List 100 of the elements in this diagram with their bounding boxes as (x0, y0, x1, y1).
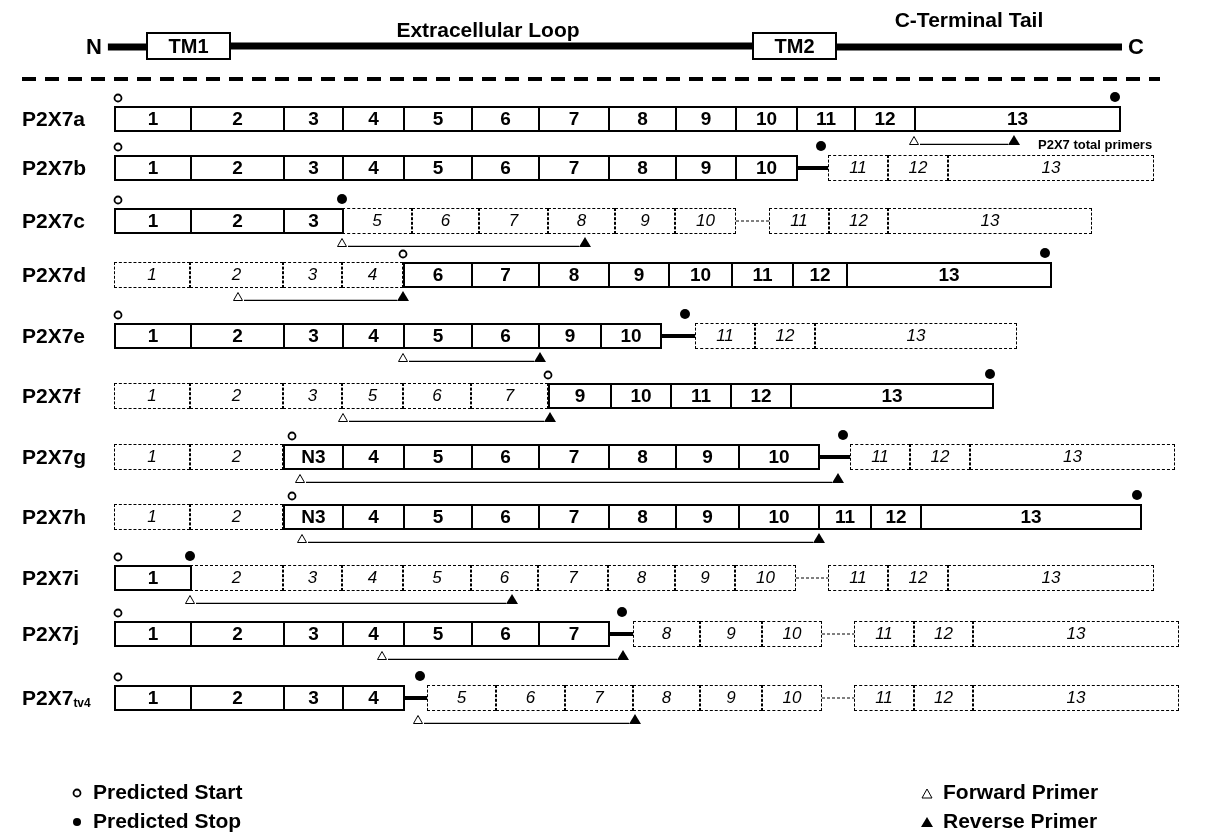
exon-box: 12 (792, 262, 848, 288)
open-triangle-marker (336, 237, 348, 247)
row-label: P2X7d (22, 262, 87, 288)
dashed-exon-box: 1 (114, 383, 190, 409)
exon-box: 10 (735, 155, 798, 181)
exon-box: 5 (403, 504, 473, 530)
exon-box: 8 (608, 444, 677, 470)
exon-box: 6 (471, 155, 540, 181)
dashed-exon-box: 7 (565, 685, 633, 711)
connector-line (662, 334, 695, 338)
primer-line (307, 541, 814, 543)
dashed-exon-box: 7 (471, 383, 548, 409)
row-label: P2X7c (22, 208, 86, 234)
exon-box: 12 (854, 106, 916, 132)
dashed-exon-box: 11 (769, 208, 829, 234)
filled-triangle-marker (617, 650, 629, 660)
dashed-exon-box: 6 (471, 565, 538, 591)
exon-box: 1 (114, 208, 192, 234)
exon-box: 10 (610, 383, 672, 409)
exon-box: 3 (283, 323, 344, 349)
terminus-label: N (86, 34, 102, 60)
dashed-exon-box: 6 (412, 208, 479, 234)
exon-box: 10 (738, 444, 820, 470)
exon-box: 1 (114, 565, 192, 591)
connector-line (795, 577, 829, 579)
dashed-exon-box: 12 (914, 621, 973, 647)
dashed-exon-box: 9 (675, 565, 735, 591)
filled-triangle-marker (534, 352, 546, 362)
dashed-exon-box: 5 (427, 685, 496, 711)
primer-line (423, 722, 630, 724)
dashed-exon-box: 5 (403, 565, 471, 591)
exon-box: N3 (283, 444, 344, 470)
exon-box: 4 (342, 155, 405, 181)
exon-box: 11 (670, 383, 732, 409)
primer-line (305, 481, 833, 483)
dashed-exon-box: 13 (973, 621, 1179, 647)
protein-line (231, 42, 752, 50)
dashed-exon-box: 10 (762, 621, 822, 647)
open-triangle-marker (296, 533, 308, 543)
exon-box: 6 (471, 504, 540, 530)
exon-box: 5 (403, 621, 473, 647)
connector-line (798, 166, 828, 170)
dashed-exon-box: 13 (948, 155, 1154, 181)
exon-box: 9 (548, 383, 612, 409)
open-triangle-marker (184, 594, 196, 604)
filled-triangle-marker (832, 473, 844, 483)
exon-box: 6 (471, 106, 540, 132)
dashed-exon-box: 9 (700, 685, 762, 711)
dashed-exon-box: 12 (888, 565, 948, 591)
exon-box: 13 (914, 106, 1121, 132)
edge-label: C-Terminal Tail (894, 8, 1044, 32)
dashed-exon-box: 7 (479, 208, 548, 234)
exon-box: 12 (730, 383, 792, 409)
connector-line (735, 220, 770, 222)
open-triangle-marker (337, 412, 349, 422)
dashed-exon-box: 2 (190, 444, 283, 470)
exon-box: 3 (283, 621, 344, 647)
dashed-exon-box: 3 (283, 565, 342, 591)
exon-box: 3 (283, 685, 344, 711)
exon-box: 13 (846, 262, 1052, 288)
dashed-exon-box: 9 (700, 621, 762, 647)
exon-box: 5 (403, 106, 473, 132)
exon-box: 3 (283, 155, 344, 181)
row-label: P2X7j (22, 621, 80, 647)
exon-box: 4 (342, 106, 405, 132)
exon-box: N3 (283, 504, 344, 530)
exon-box: 6 (471, 444, 540, 470)
filled-triangle-marker (813, 533, 825, 543)
exon-box: 12 (870, 504, 922, 530)
row-label: P2X7a (22, 106, 86, 132)
exon-box: 4 (342, 621, 405, 647)
exon-box: 8 (608, 155, 677, 181)
exon-box: 1 (114, 155, 192, 181)
dashed-exon-box: 11 (850, 444, 910, 470)
dashed-exon-box: 11 (854, 685, 914, 711)
connector-line (610, 632, 633, 636)
legend-label: Reverse Primer (943, 809, 1098, 833)
row-label: P2X7f (22, 383, 81, 409)
dashed-exon-box: 1 (114, 504, 190, 530)
connector-line (821, 697, 855, 699)
dashed-exon-box: 2 (190, 262, 283, 288)
open-triangle-marker (397, 352, 409, 362)
exon-box: 2 (190, 106, 285, 132)
transmembrane-box: TM2 (752, 32, 837, 60)
dashed-exon-box: 12 (914, 685, 973, 711)
dashed-exon-box: 6 (496, 685, 565, 711)
open-triangle-marker (232, 291, 244, 301)
exon-box: 5 (403, 155, 473, 181)
primer-line (408, 360, 535, 362)
exon-box: 13 (920, 504, 1142, 530)
exon-box: 2 (190, 155, 285, 181)
exon-box: 4 (342, 504, 405, 530)
open-triangle-marker (412, 714, 424, 724)
edge-label: Extracellular Loop (396, 18, 580, 42)
exon-box: 7 (471, 262, 540, 288)
connector-line (821, 633, 855, 635)
dashed-exon-box: 10 (762, 685, 822, 711)
dashed-exon-box: 10 (735, 565, 796, 591)
exon-box: 7 (538, 106, 610, 132)
legend-label: Predicted Start (93, 780, 243, 804)
